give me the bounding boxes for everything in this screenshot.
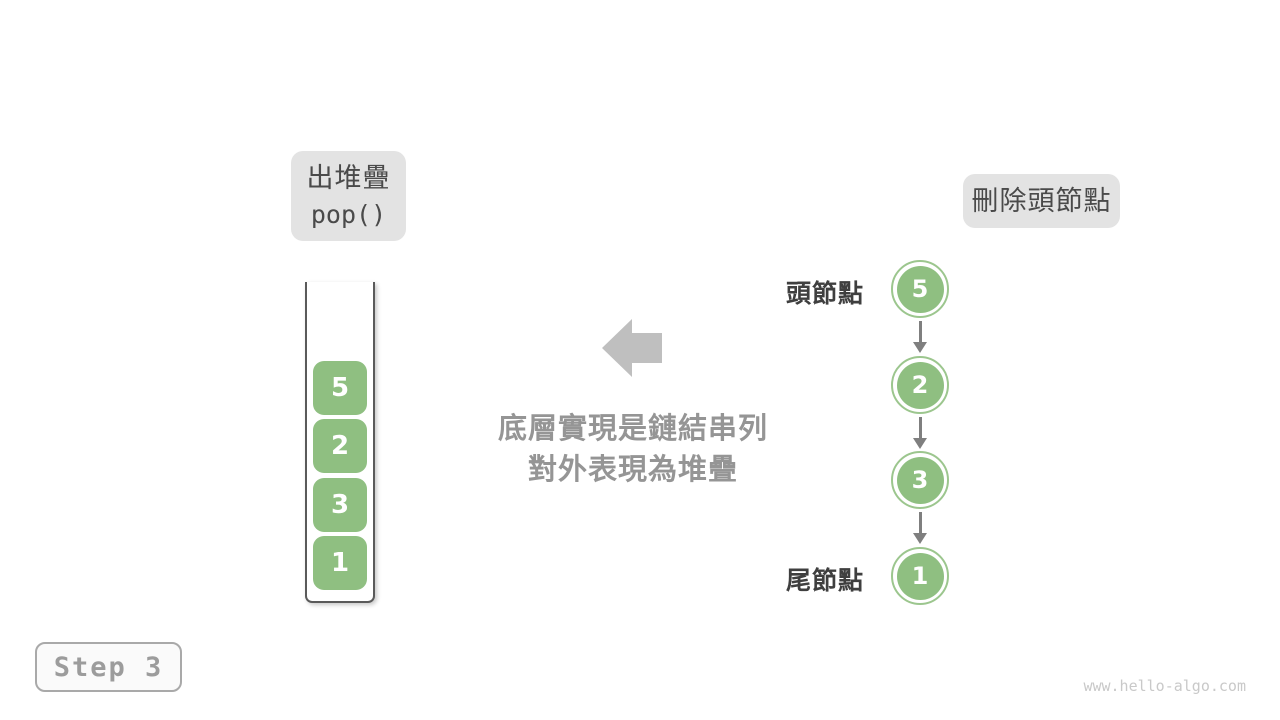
list-node-value: 1	[896, 552, 944, 600]
left-arrow-icon	[602, 318, 662, 377]
stack-item: 3	[313, 478, 367, 532]
list-node-value: 3	[896, 456, 944, 504]
list-node: 5	[891, 260, 949, 318]
delete-head-label-text: 刪除頭節點	[971, 186, 1112, 216]
head-node-label: 頭節點	[786, 280, 865, 308]
stack-item: 5	[313, 361, 367, 415]
down-arrow-icon	[913, 417, 927, 449]
pop-operation-label-code: pop()	[310, 200, 387, 229]
list-node-value: 2	[896, 361, 944, 409]
delete-head-label: 刪除頭節點	[963, 174, 1120, 228]
left-arrow-shaft	[632, 332, 662, 363]
down-arrow-icon	[913, 321, 927, 353]
step-badge: Step 3	[35, 642, 182, 692]
list-node: 2	[891, 356, 949, 414]
list-node: 3	[891, 451, 949, 509]
caption: 底層實現是鏈結串列 對外表現為堆疊	[443, 409, 823, 491]
tail-node-label: 尾節點	[786, 567, 865, 595]
list-node: 1	[891, 547, 949, 605]
stack-item: 2	[313, 419, 367, 473]
stack-item: 1	[313, 536, 367, 590]
caption-line2: 對外表現為堆疊	[527, 454, 738, 486]
pop-operation-label-text: 出堆疊	[306, 163, 391, 193]
watermark: www.hello-algo.com	[1083, 677, 1246, 695]
left-arrow-head	[602, 318, 632, 377]
pop-operation-label: 出堆疊 pop()	[291, 151, 406, 241]
caption-line1: 底層實現是鏈結串列	[497, 413, 768, 445]
stack-container: 5 2 3 1	[305, 282, 375, 603]
list-node-value: 5	[896, 265, 944, 313]
down-arrow-icon	[913, 512, 927, 544]
